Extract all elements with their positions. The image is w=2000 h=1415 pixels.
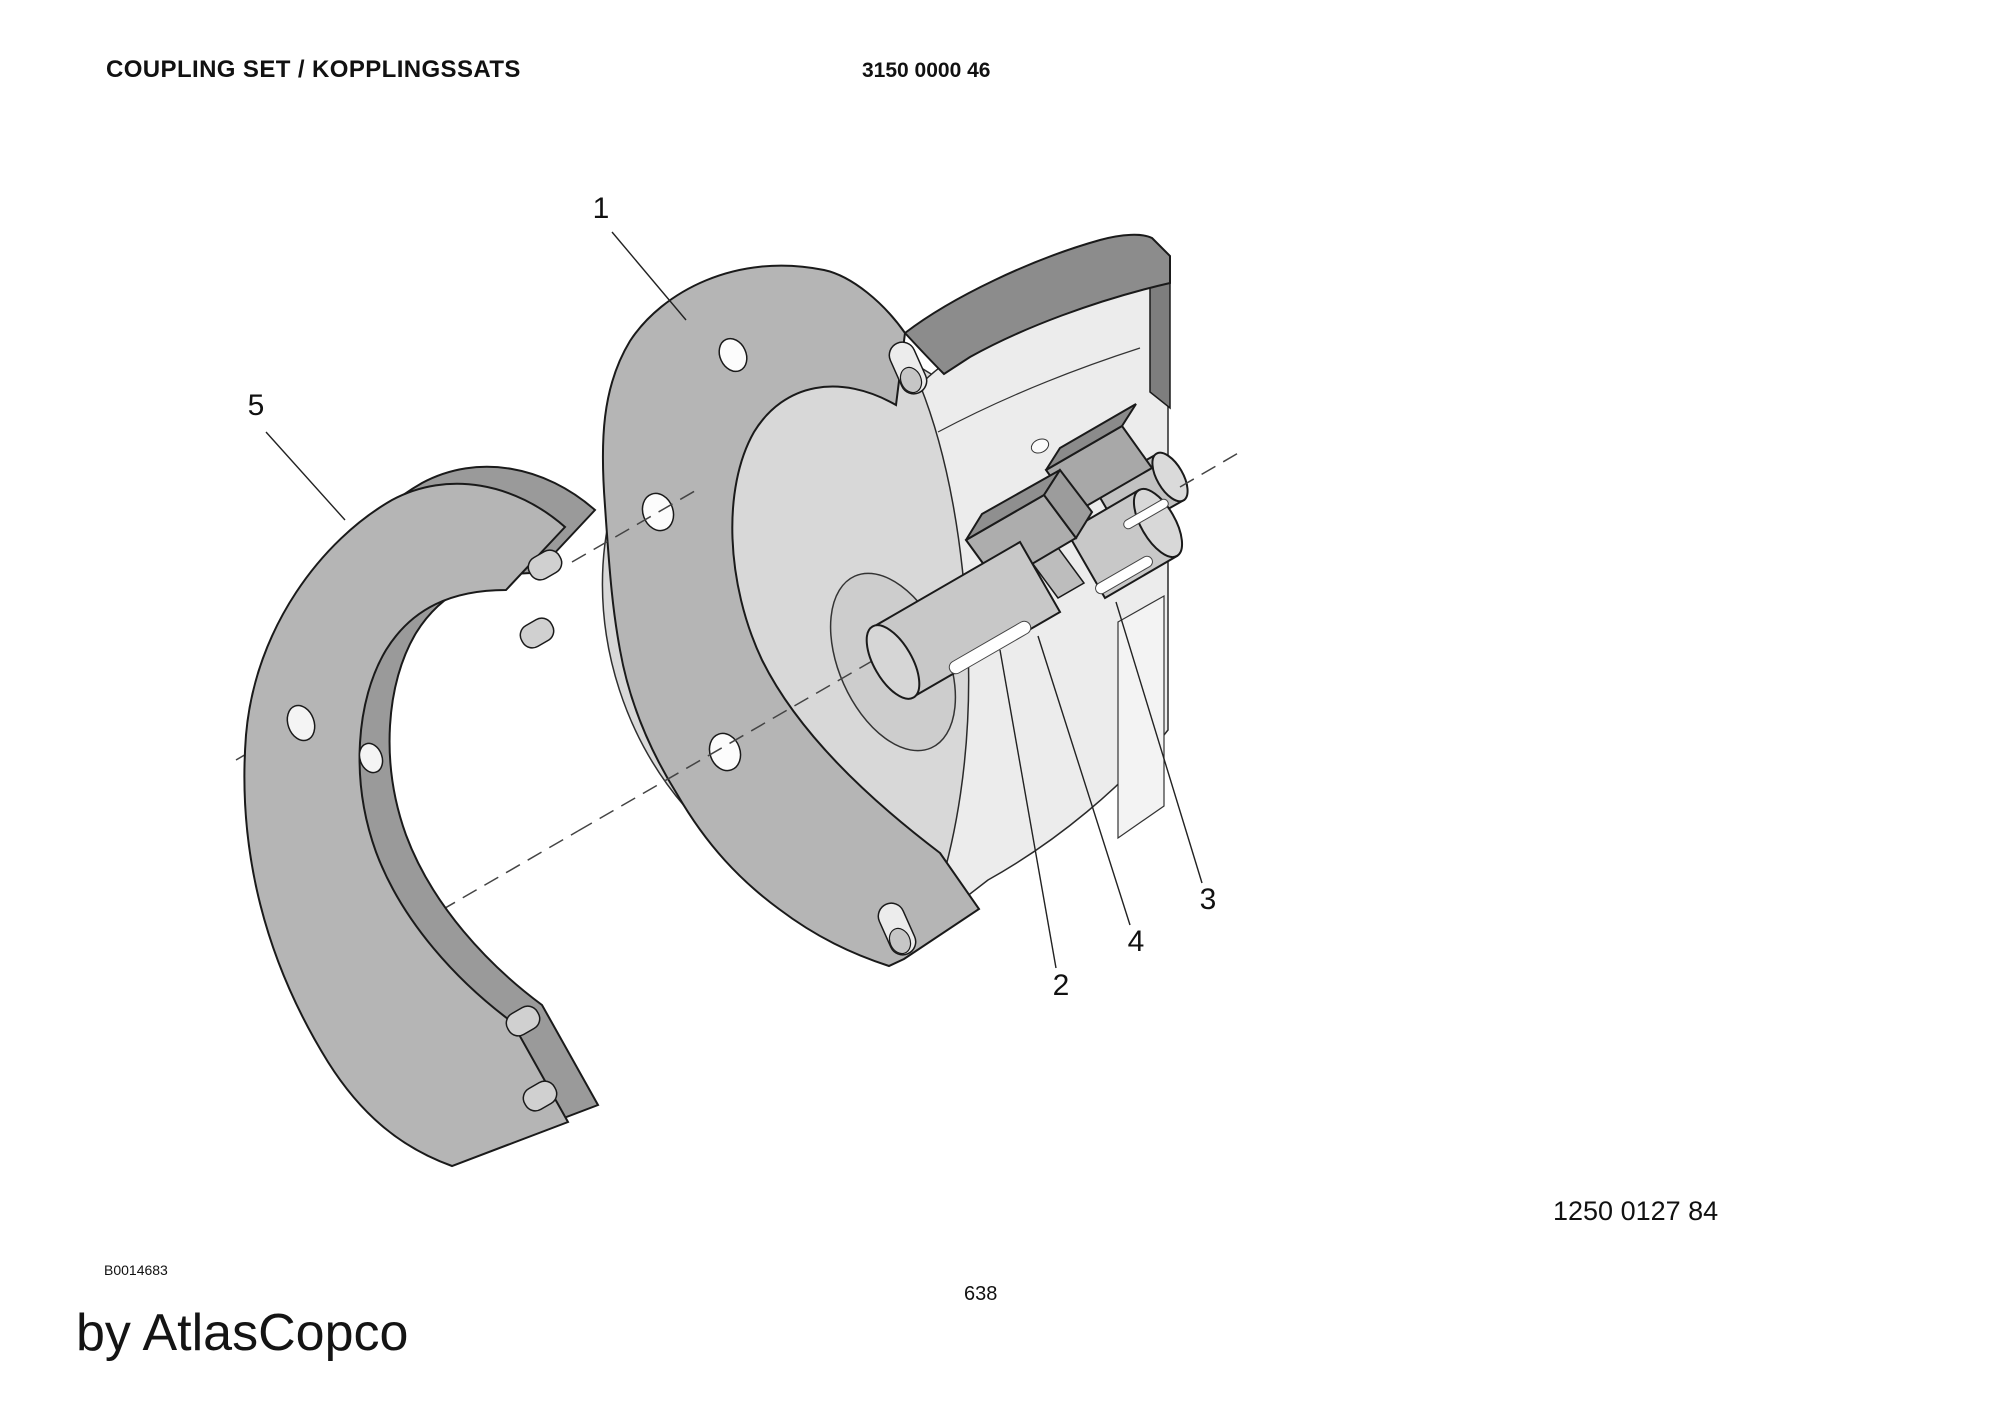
shaft-right-cap — [1132, 488, 1184, 558]
axis-centerline-lower — [332, 830, 579, 974]
key-slot — [1095, 555, 1153, 595]
flange-half-front-face — [243, 482, 570, 1168]
brand-mark: by AtlasCopco — [76, 1304, 409, 1362]
shaft-stub-cap — [1151, 451, 1189, 503]
bolt-hole — [718, 337, 748, 373]
leader-line-5 — [265, 431, 346, 521]
callout-4: 4 — [1037, 635, 1145, 958]
shaft-assembly — [865, 403, 1189, 700]
callout-label-4: 4 — [1128, 925, 1145, 958]
callout-label-1: 1 — [593, 192, 610, 225]
bolt-hole — [286, 704, 316, 742]
bolt-hole — [358, 742, 384, 774]
page-title: COUPLING SET / KOPPLINGSSATS — [106, 56, 521, 83]
pin-boss — [527, 549, 563, 581]
leader-line-3 — [1115, 601, 1203, 884]
collar-block-top — [1045, 403, 1137, 471]
callout-3: 3 — [1115, 601, 1217, 916]
drawing-number: 1250 0127 84 — [1553, 1196, 1719, 1226]
interior-flat-panel — [1117, 594, 1165, 840]
slot-pin — [899, 366, 923, 394]
callout-1: 1 — [593, 192, 687, 321]
bolt-hole — [708, 732, 742, 772]
page-number: 638 — [964, 1283, 998, 1305]
interior-contour-line — [937, 347, 1141, 433]
pin-boss — [522, 1080, 558, 1112]
pin-boss — [519, 617, 555, 649]
rim-section-band — [903, 233, 1171, 376]
centerline-mid — [571, 487, 906, 832]
pin-boss — [505, 1005, 541, 1037]
leader-line-2 — [999, 649, 1057, 969]
part-number: 3150 0000 46 — [862, 59, 991, 82]
callout-label-5: 5 — [248, 389, 265, 422]
key-slot — [948, 620, 1032, 675]
axis-centerline-upper — [1179, 451, 1241, 488]
callout-label-2: 2 — [1053, 969, 1070, 1002]
interior-small-hole — [1030, 438, 1050, 454]
key-slot — [1123, 498, 1169, 530]
shaft-end-cap — [865, 624, 921, 700]
axis-centerline-mid — [577, 641, 906, 832]
part-5-split-flange — [243, 465, 600, 1168]
callout-5: 5 — [248, 389, 346, 521]
document-reference: B0014683 — [104, 1262, 168, 1278]
leader-line-4 — [1037, 635, 1131, 926]
callout-label-3: 3 — [1200, 883, 1217, 916]
slot-pin — [888, 927, 912, 955]
part-1-housing — [601, 233, 1171, 968]
collar-block-side — [1042, 468, 1094, 540]
callout-2: 2 — [999, 649, 1070, 1002]
housing-flange-face — [601, 264, 981, 968]
bolt-hole — [641, 492, 675, 532]
leader-line-1 — [611, 231, 687, 321]
